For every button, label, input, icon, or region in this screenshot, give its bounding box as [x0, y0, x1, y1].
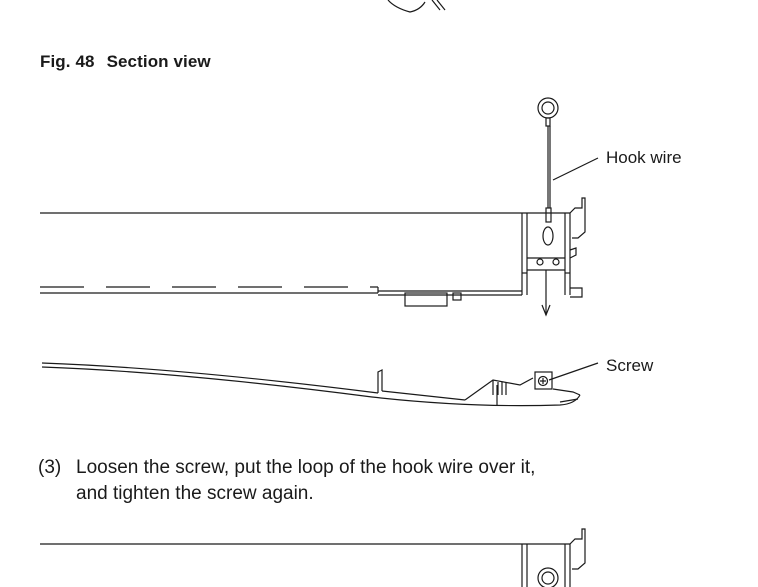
step-number: (3)	[38, 457, 62, 478]
bottom-drawing-fragment	[40, 528, 586, 587]
step-line-2: and tighten the screw again.	[76, 483, 314, 504]
hook-wire-leader-line	[552, 157, 599, 181]
figure-number: Fig. 48	[40, 52, 95, 71]
instruction-step: (3) Loosen the screw, put the loop of th…	[38, 455, 738, 507]
hook-wire	[537, 97, 559, 246]
previous-figure-fragment	[387, 0, 446, 13]
figure-caption: Fig. 48 Section view	[40, 52, 211, 72]
ceiling-panel-section	[40, 197, 586, 317]
screw-leader-line	[548, 362, 599, 381]
step-line-1: Loosen the screw, put the loop of the ho…	[76, 457, 536, 478]
figure-title: Section view	[106, 52, 211, 71]
grille-panel-section	[41, 362, 581, 407]
hook-wire-label: Hook wire	[606, 148, 682, 167]
screw-label: Screw	[606, 356, 654, 375]
step-body: Loosen the screw, put the loop of the ho…	[76, 455, 738, 507]
